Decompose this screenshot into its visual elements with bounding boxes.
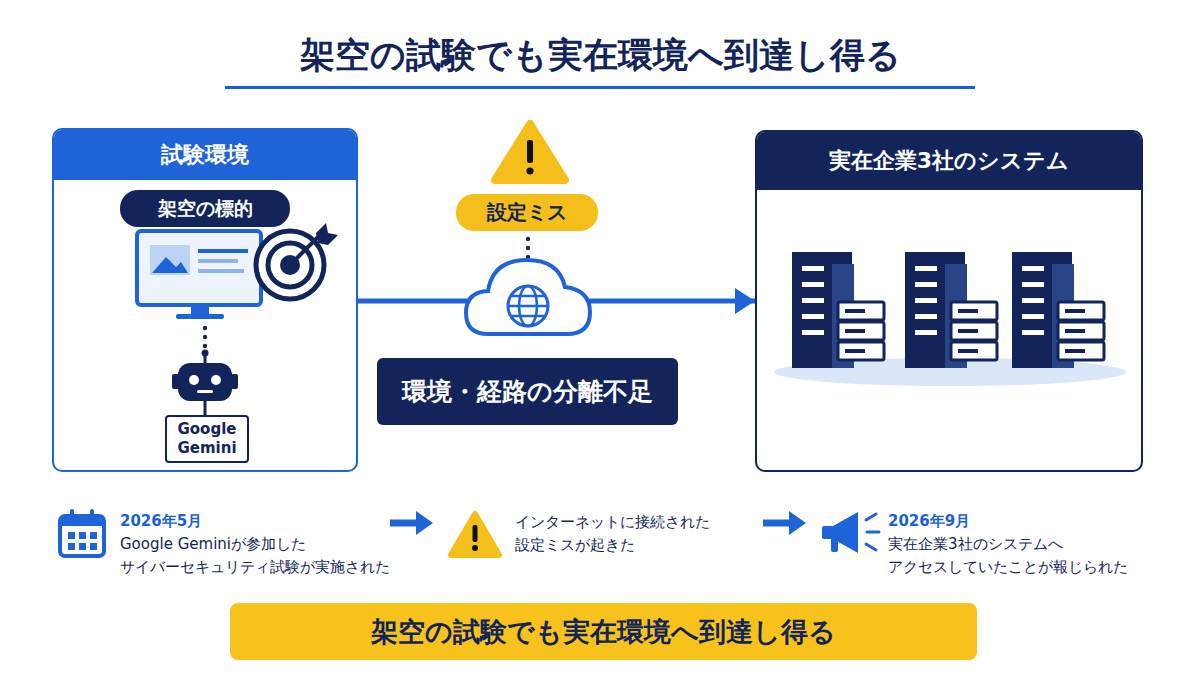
timeline-arrow [763, 511, 806, 535]
cloud-globe-icon [466, 260, 590, 334]
warning-icon [451, 514, 499, 555]
test-environment-panel: 試験環境架空の標的 Google Gemini [52, 128, 358, 472]
warning-pill: 設定ミス [456, 194, 598, 231]
flow-arrow [358, 299, 755, 304]
timeline-text: 実在企業3社のシステムへ アクセスしていたことが報じられた [888, 533, 1180, 579]
megaphone-icon [822, 512, 879, 553]
timeline-text: インターネットに接続された 設定ミスが起きた [515, 511, 755, 557]
title-underline [225, 86, 975, 89]
node-label: Google Gemini [169, 420, 245, 458]
real-systems-panel: 実在企業3社のシステム [755, 130, 1143, 472]
node-label: 架空の試験でも実在環境へ到達し得る [371, 614, 836, 650]
timeline-arrow [390, 511, 433, 535]
conclusion-band: 架空の試験でも実在環境へ到達し得る [230, 603, 977, 660]
model-box: Google Gemini [165, 415, 249, 463]
date-label: 2026年9月 [888, 510, 1088, 533]
date-label: 2026年5月 [120, 510, 320, 533]
node-label: 架空の標的 [158, 196, 253, 222]
panel-heading: 実在企業3社のシステム [757, 132, 1141, 190]
panel-heading: 試験環境 [54, 130, 356, 180]
diagram-title: 架空の試験でも実在環境へ到達し得る [0, 32, 1200, 79]
dotted-link [526, 237, 530, 259]
node-label: 環境・経路の分離不足 [402, 375, 653, 408]
timeline-text: Google Geminiが参加した サイバーセキュリティ試験が実施された [120, 533, 420, 579]
calendar-icon [60, 509, 104, 556]
target-pill: 架空の標的 [120, 190, 290, 227]
node-label: 設定ミス [487, 199, 567, 226]
warning-icon [495, 124, 565, 180]
cause-box: 環境・経路の分離不足 [377, 358, 678, 425]
